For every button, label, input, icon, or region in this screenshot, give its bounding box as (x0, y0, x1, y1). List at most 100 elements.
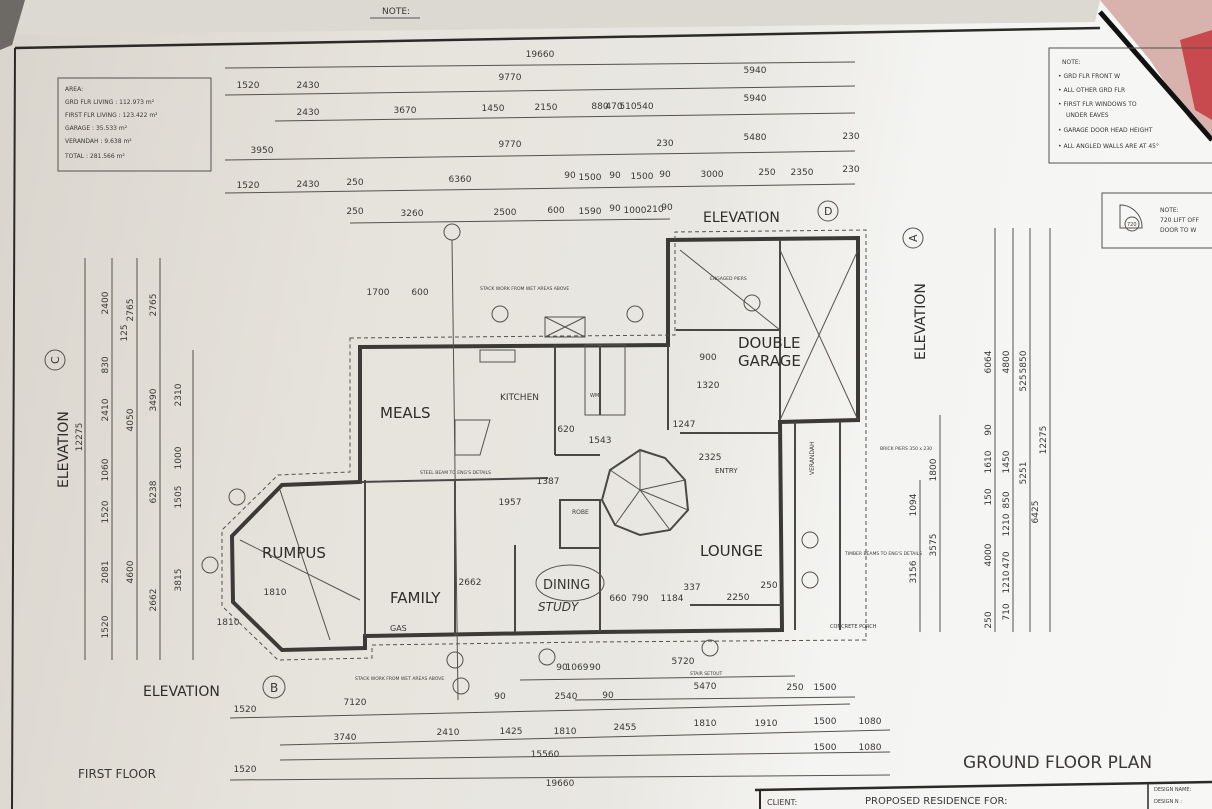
annotation: STAIR SETOUT (690, 671, 723, 677)
red-object-part (1180, 30, 1212, 120)
dimension-label: 5940 (744, 66, 767, 76)
design-name-label: DESIGN NAME: (1154, 787, 1191, 793)
porch-label: CONCRETE PORCH (830, 624, 877, 630)
note-line: • FIRST FLR WINDOWS TO (1058, 101, 1137, 108)
dimension-label: 900 (699, 353, 716, 363)
dimension-label: 250 (760, 581, 777, 591)
dimension-label: 1957 (499, 498, 522, 508)
dimension-label: 90 (602, 691, 614, 701)
dimension-label: 2325 (699, 453, 722, 463)
dimension-label: 1610 (984, 450, 994, 473)
elevation-mark: A (907, 234, 920, 242)
dimension-label: 1810 (694, 719, 717, 729)
dimension-label: 250 (758, 168, 775, 178)
title-block-border (754, 780, 1212, 792)
note-line: UNDER EAVES (1066, 112, 1109, 119)
door-note-line: DOOR TO W (1160, 227, 1196, 234)
dimension-label: 90 (609, 171, 621, 181)
elevation-label: ELEVATION (913, 283, 929, 360)
dimension-label: 4000 (984, 543, 994, 566)
room-lounge: LOUNGE (700, 542, 763, 560)
dimension-label: 600 (411, 288, 428, 298)
notes-box: NOTE: • GRD FLR FRONT W • ALL OTHER GRD … (1048, 47, 1212, 164)
dimension-label: 2410 (101, 398, 111, 421)
dimension-label: 620 (557, 425, 574, 435)
dimension-label: 5720 (672, 657, 695, 667)
faint-first-floor-label: FIRST FLOOR (78, 767, 156, 781)
drawing-title: GROUND FLOOR PLAN (963, 753, 1152, 773)
dimension-label: 5251 (1019, 462, 1029, 485)
dimension-label: 1700 (367, 288, 390, 298)
dimension-label: 1520 (234, 705, 257, 715)
room-meals: MEALS (380, 404, 431, 422)
dimension-label: 1247 (673, 420, 696, 430)
dimension-label: 250 (984, 611, 994, 628)
dimension-label: 3950 (251, 146, 274, 156)
room-double: DOUBLE (738, 334, 800, 352)
sheet-fold (0, 0, 25, 50)
dimension-label: 1184 (661, 594, 684, 604)
dimension-label: 1500 (631, 172, 654, 182)
area-line: GARAGE : 35.533 m² (65, 125, 128, 132)
annotation: ENGAGED PIERS (710, 276, 747, 282)
dimension-label: 660 (609, 594, 626, 604)
dimension-label: 1500 (814, 717, 837, 727)
dimension-label: 1094 (909, 493, 919, 516)
dimension-label: 230 (842, 132, 859, 142)
dimension-label: 1910 (755, 719, 778, 729)
dimension-label: 5940 (744, 94, 767, 104)
annotations: STACK WORK FROM WET AREAS ABOVE STEEL BE… (355, 276, 932, 682)
area-line: TOTAL : 281.566 m² (64, 153, 125, 160)
dimension-label: 1505 (174, 486, 184, 509)
elevation-c: ELEVATION C (44, 349, 72, 488)
dimension-label: 125 (120, 324, 130, 341)
dimension-label: 1520 (234, 765, 257, 775)
room-study-handwritten: STUDY (538, 600, 580, 614)
dimension-label: 1210 (1002, 513, 1012, 536)
dimension-label: 7120 (344, 698, 367, 708)
dimension-label: 3670 (394, 106, 417, 116)
dimension-label: 1000 (174, 446, 184, 469)
elevation-label: ELEVATION (56, 411, 72, 488)
dimension-label: 2430 (297, 81, 320, 91)
dimension-label: 1387 (537, 477, 560, 487)
dimension-label: 6064 (984, 350, 994, 373)
section-markers (201, 223, 819, 701)
dimension-label: 1810 (217, 618, 240, 628)
dimension-label: 1210 (1002, 570, 1012, 593)
dimension-label: 90 (661, 203, 673, 213)
dimension-label: 1069 (566, 663, 589, 673)
dimension-label: 12275 (75, 423, 85, 452)
dimension-label: 470 (1002, 551, 1012, 568)
notes-heading: NOTE: (1062, 59, 1081, 66)
dimension-label: 19660 (546, 779, 575, 789)
dimension-label: 3740 (334, 733, 357, 743)
note-line: • ALL ANGLED WALLS ARE AT 45° (1058, 143, 1159, 150)
design-number-label: DESIGN N : (1154, 799, 1182, 805)
dimension-label: 5850 (1019, 350, 1029, 373)
dimension-label: 2150 (535, 103, 558, 113)
dimension-label: 9770 (499, 73, 522, 83)
dimension-label: 6360 (449, 175, 472, 185)
area-line: VERANDAH : 9.638 m² (65, 138, 132, 145)
dimension-label: 3575 (929, 534, 939, 557)
dimension-label: 1500 (814, 683, 837, 693)
elevation-label: ELEVATION (703, 210, 780, 226)
dimension-label: 1520 (237, 81, 260, 91)
dimension-label: 3156 (909, 560, 919, 583)
area-box: AREA: GRD FLR LIVING : 112.973 m² FIRST … (57, 77, 212, 172)
note-line: • GRD FLR FRONT W (1058, 73, 1120, 80)
dimension-label: 15560 (531, 750, 560, 760)
dimension-label: 9770 (499, 140, 522, 150)
dimension-label: 4050 (126, 408, 136, 431)
area-heading: AREA: (65, 86, 83, 93)
note-line: • GARAGE DOOR HEAD HEIGHT (1058, 127, 1153, 134)
back-sheet-note: NOTE: (382, 7, 410, 17)
elevation-mark: B (270, 681, 278, 695)
room-labels: MEALS KITCHEN DOUBLE GARAGE RUMPUS FAMIL… (262, 334, 877, 633)
annotation: STACK WORK FROM WET AREAS ABOVE (355, 676, 444, 682)
dimension-label: 210 (646, 205, 663, 215)
dimension-label: 250 (346, 207, 363, 217)
dimension-label: 540 (636, 102, 653, 112)
dimension-label: 2250 (727, 593, 750, 603)
